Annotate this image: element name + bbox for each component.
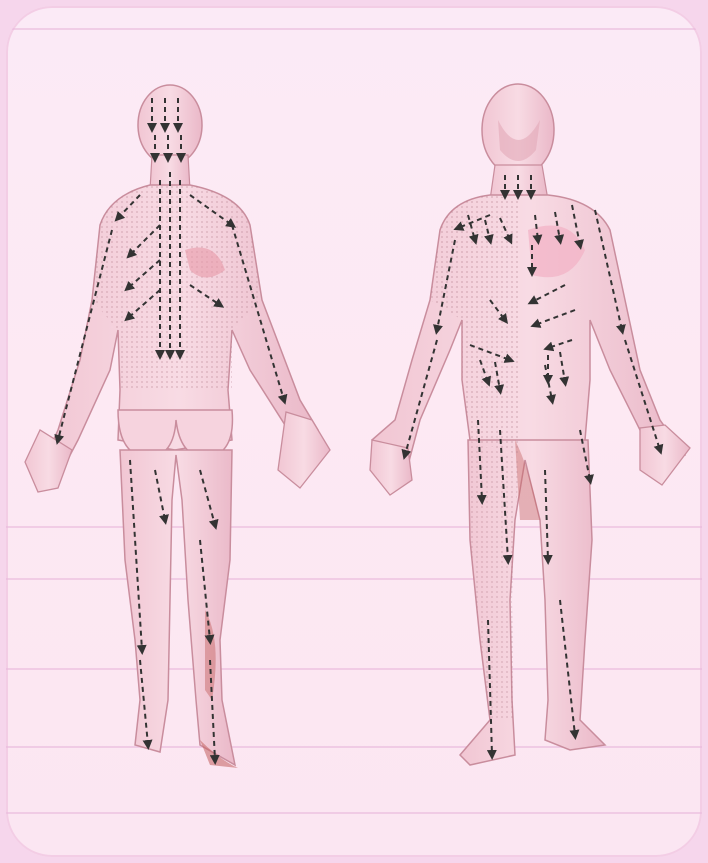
back-dot-texture: [92, 185, 262, 390]
front-torso: [372, 195, 685, 470]
front-right-hand: [640, 425, 690, 485]
back-legs: [120, 450, 235, 765]
front-left-hand: [370, 440, 412, 495]
front-leg-dot-texture: [468, 440, 520, 720]
back-head: [138, 85, 202, 165]
front-head: [482, 84, 554, 176]
front-view-figure: [370, 84, 690, 765]
back-right-hand: [278, 412, 330, 488]
back-view-figure: [25, 85, 330, 768]
